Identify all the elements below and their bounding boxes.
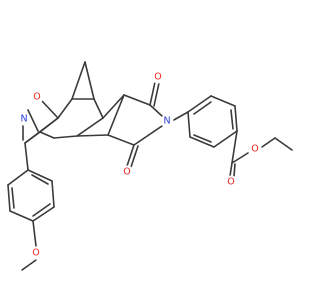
bond (107, 94, 125, 136)
bond (231, 152, 249, 164)
ester-ether-oxygen: O (248, 142, 262, 156)
bond (32, 206, 55, 222)
bond (76, 134, 109, 137)
atom-oxygen-label: O (123, 167, 130, 178)
atom-bg (30, 90, 44, 104)
ester-carbonyl-oxygen: O (224, 175, 238, 189)
atom-bg (120, 165, 134, 179)
atom-oxygen-label: O (251, 144, 258, 155)
bond (51, 180, 55, 208)
atom-bg (29, 246, 43, 260)
bond (149, 81, 156, 106)
bond (102, 94, 125, 119)
bond (9, 210, 34, 222)
bond (41, 100, 59, 119)
methoxy-oxygen: O (29, 246, 43, 260)
isoxazoline-oxygen: O (30, 90, 44, 104)
bond (187, 111, 191, 138)
bond (193, 101, 212, 115)
bond (187, 95, 212, 113)
atom-oxygen-label: O (154, 72, 161, 83)
bond (7, 184, 11, 212)
bond (11, 187, 15, 209)
bond (27, 109, 39, 132)
bond (57, 98, 73, 119)
bond (76, 117, 104, 137)
bond-layer (7, 61, 293, 271)
bond (32, 220, 37, 247)
bond (123, 94, 151, 106)
bond (39, 117, 59, 133)
atom-oxygen-label: O (227, 177, 234, 188)
bond (213, 130, 238, 148)
bond (84, 61, 95, 100)
bond (231, 130, 238, 164)
bond (233, 163, 236, 177)
bond (21, 259, 37, 271)
bond (189, 136, 215, 148)
atom-bg (248, 142, 262, 156)
atom-bg (17, 112, 31, 126)
bond (53, 135, 78, 139)
atom-oxygen-label: O (33, 92, 40, 103)
bond (7, 169, 29, 186)
atom-nitrogen-label: N (20, 114, 27, 125)
bond (39, 131, 55, 139)
imide-nitrogen: N (160, 114, 174, 128)
atom-oxygen-label: O (32, 248, 39, 259)
bond (153, 82, 160, 107)
bond (274, 137, 293, 151)
bond (126, 144, 135, 167)
bond (171, 111, 189, 122)
atom-nitrogen-label: N (163, 116, 170, 127)
bond (193, 134, 212, 143)
atom-label-layer: O N O N O O O O (17, 70, 262, 260)
carbonyl-oxygen-bottom: O (120, 165, 134, 179)
bond (107, 134, 135, 146)
bond (24, 142, 29, 171)
carbonyl-oxygen-top: O (151, 70, 165, 84)
bond (31, 174, 49, 185)
bond (149, 104, 163, 117)
bond (130, 145, 139, 168)
bond (71, 61, 86, 100)
bond (133, 125, 163, 146)
atom-bg (160, 114, 174, 128)
atom-bg (151, 70, 165, 84)
atom-bg (224, 175, 238, 189)
isoxazoline-nitrogen: N (17, 112, 31, 126)
bond (93, 98, 104, 119)
bond (32, 203, 51, 217)
bond (261, 137, 276, 148)
bond (230, 109, 234, 130)
molecule-structure: O N O N O O O O (7, 61, 293, 271)
bond (234, 105, 238, 132)
bond (27, 169, 53, 182)
bond (229, 162, 233, 177)
bond (210, 95, 236, 107)
